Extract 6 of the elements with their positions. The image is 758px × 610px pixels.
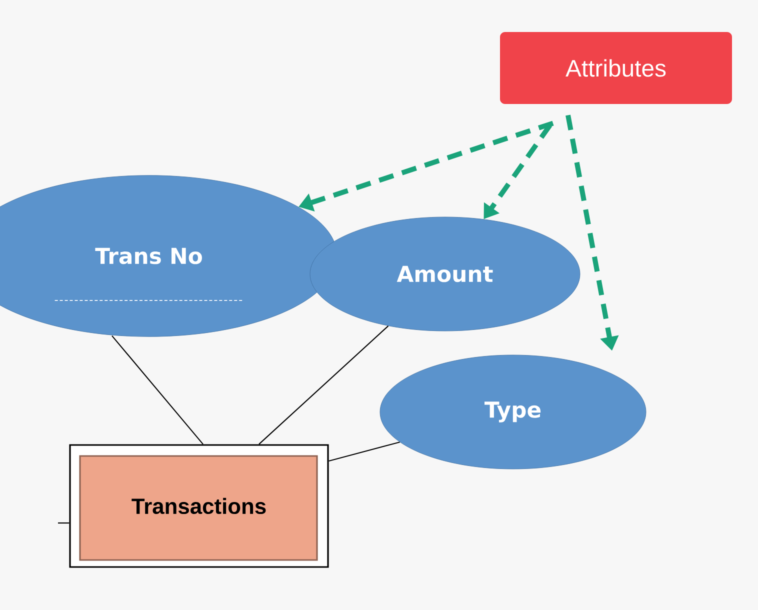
connector-line bbox=[328, 442, 400, 462]
entity-box: Transactions bbox=[69, 444, 329, 568]
label-box: Attributes bbox=[500, 32, 732, 104]
connector-line bbox=[258, 326, 389, 445]
connector-line bbox=[58, 522, 70, 524]
connector-line bbox=[112, 335, 204, 445]
